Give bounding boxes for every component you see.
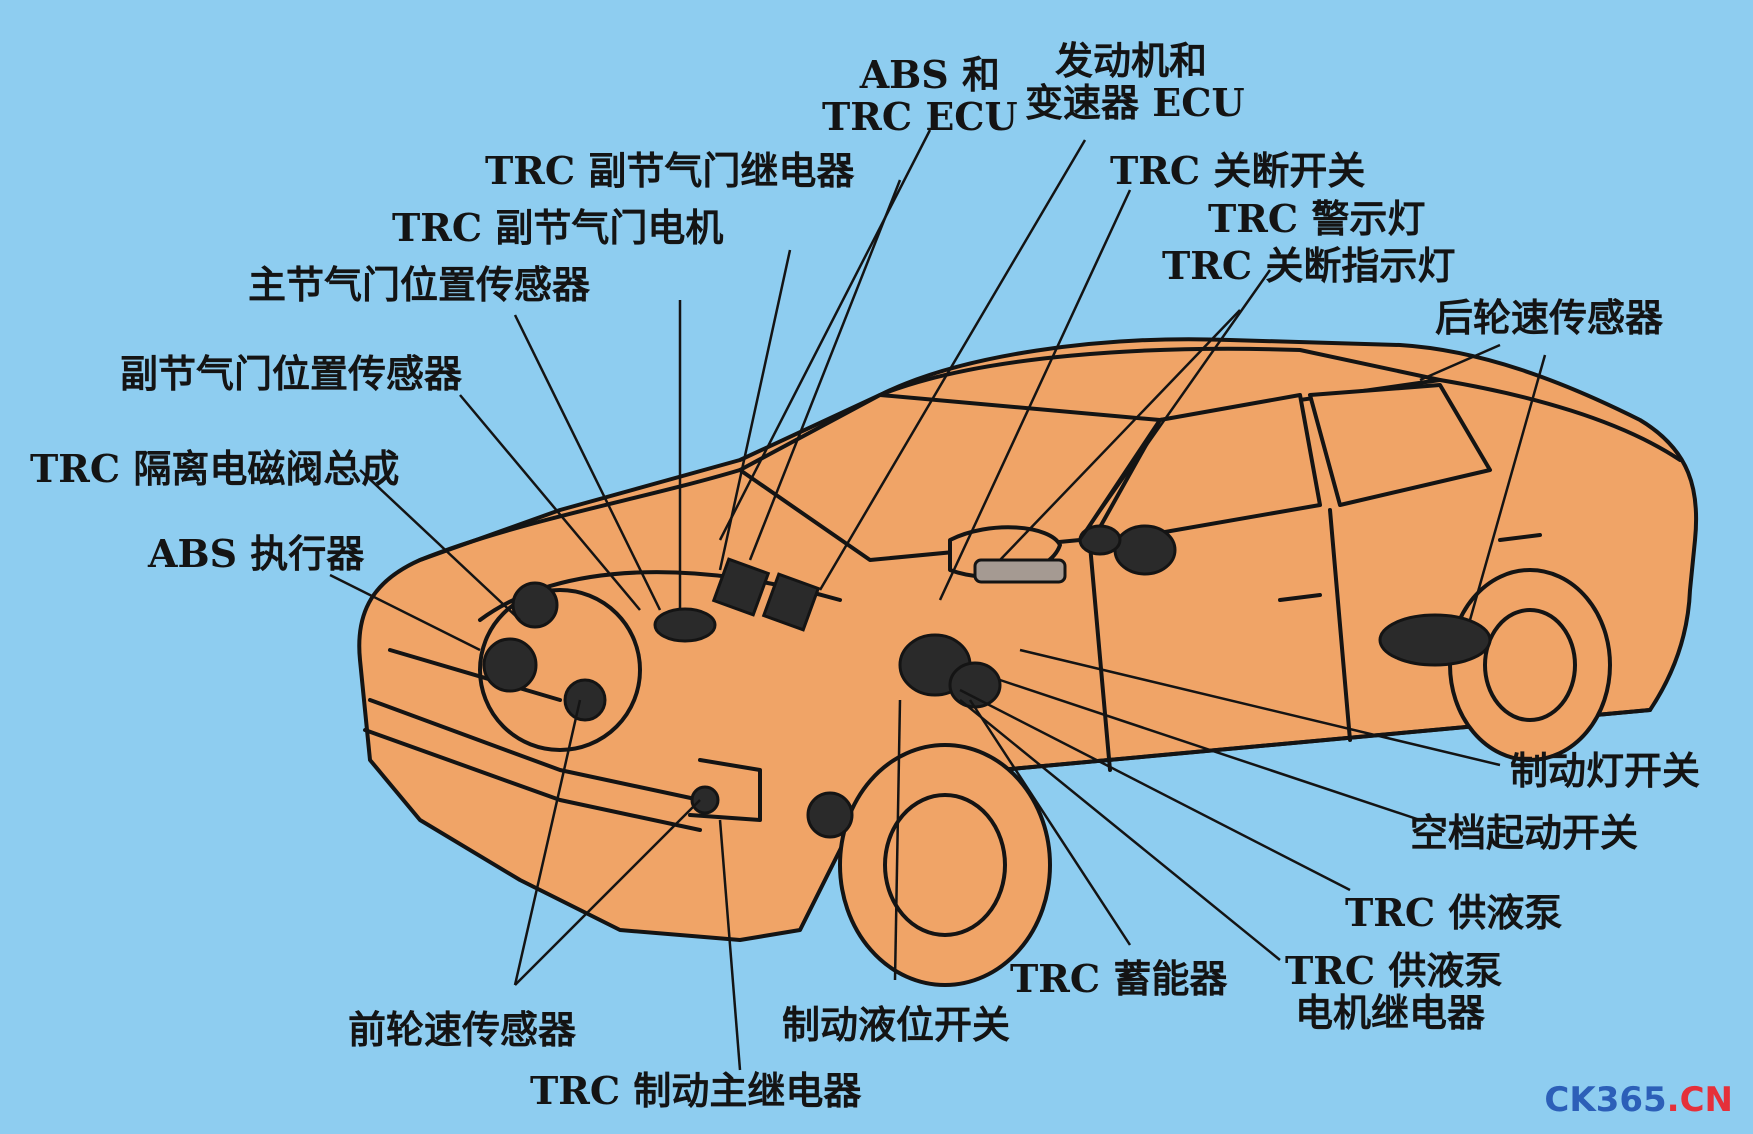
label-abs-trc-ecu: ABS 和 TRC ECU	[822, 52, 1018, 138]
label-abs-actuator: ABS 执行器	[148, 531, 365, 576]
label-abs-and: ABS 和	[859, 52, 1000, 97]
label-trc-cut-indicator: TRC 关断指示灯	[1162, 243, 1456, 288]
label-trc-pump-motor-relay: TRC 供液泵 电机继电器	[1285, 950, 1502, 1034]
watermark-part2: .CN	[1666, 1080, 1733, 1120]
label-sub-throttle-sensor: 副节气门位置传感器	[120, 351, 463, 396]
label-neutral-start-switch: 空档起动开关	[1410, 810, 1639, 855]
label-brake-fluid-switch: 制动液位开关	[782, 1002, 1011, 1047]
watermark: CK365.CN	[1544, 1080, 1733, 1120]
car-body	[357, 337, 1699, 987]
label-trc-brake-main-relay: TRC 制动主继电器	[530, 1068, 862, 1113]
label-main-throttle-sensor: 主节气门位置传感器	[248, 262, 591, 307]
label-trc-pump: TRC 供液泵	[1345, 890, 1563, 935]
label-trans-ecu: 变速器 ECU	[1025, 80, 1245, 125]
label-trc-pump-motor-relay-line2: 电机继电器	[1295, 990, 1486, 1035]
label-trc-cut-switch: TRC 关断开关	[1110, 148, 1366, 193]
label-front-wheel-sensor: 前轮速传感器	[348, 1007, 577, 1052]
label-rear-wheel-sensor: 后轮速传感器	[1435, 295, 1664, 340]
label-trc-ecu: TRC ECU	[822, 94, 1018, 139]
components	[482, 524, 1492, 839]
label-brake-lamp-switch: 制动灯开关	[1510, 748, 1701, 793]
label-sub-throttle-relay: TRC 副节气门继电器	[485, 148, 855, 193]
leader-lines	[329, 129, 1547, 1071]
watermark-part1: CK365	[1544, 1080, 1667, 1120]
label-sub-throttle-motor: TRC 副节气门电机	[392, 205, 724, 250]
label-trc-warning-lamp: TRC 警示灯	[1208, 196, 1426, 241]
label-isolation-valve: TRC 隔离电磁阀总成	[30, 446, 400, 491]
label-engine-trans-ecu: 发动机和 变速器 ECU	[1025, 40, 1245, 124]
label-engine-and: 发动机和	[1055, 38, 1208, 83]
label-trc-accumulator: TRC 蓄能器	[1010, 956, 1228, 1001]
label-trc-pump-motor-relay-line1: TRC 供液泵	[1285, 948, 1503, 993]
